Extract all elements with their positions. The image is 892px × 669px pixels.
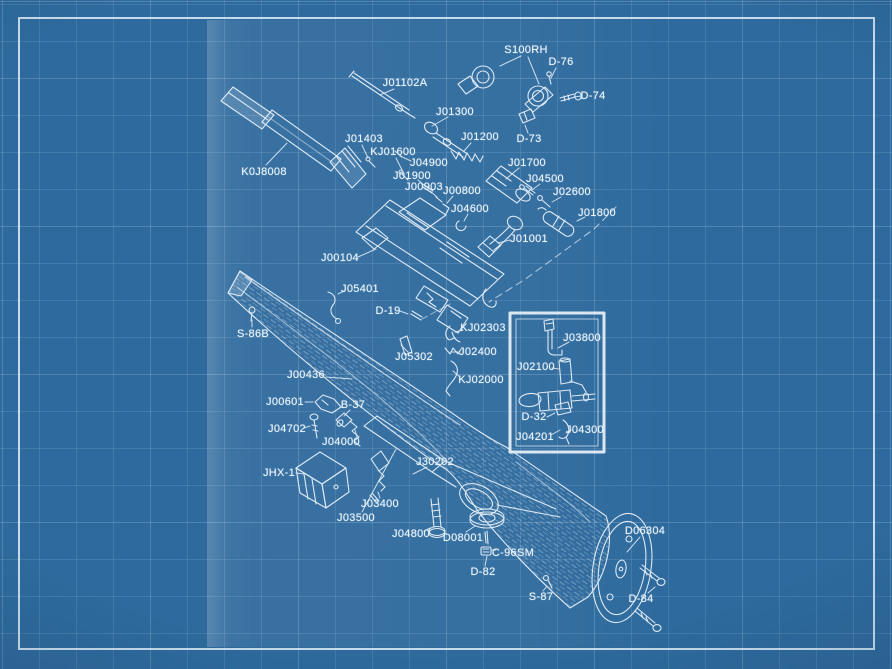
bolt-handle-art [477, 215, 524, 258]
j00601-part-art [314, 394, 342, 414]
d82-pin-art [484, 530, 489, 545]
inset-detail-panel [508, 311, 606, 454]
b37-part-art [335, 412, 353, 428]
barrel-art [220, 86, 367, 189]
mount-nut-d73-art [518, 108, 536, 124]
stock-art [227, 270, 610, 609]
j03500-pin-art [369, 492, 380, 504]
j01800-cylinder-art [537, 207, 575, 237]
scope-ring-rear-art [524, 85, 554, 113]
receiver-art [355, 197, 505, 307]
magazine-follower-art [415, 285, 449, 313]
j05401-spring-art [327, 291, 342, 325]
firing-pin-art [348, 70, 416, 119]
j04000-spring-art [349, 420, 361, 447]
trigger-bracket-art [436, 304, 469, 343]
j04800-screw-art [428, 497, 446, 539]
scope-ring-front-art [457, 65, 495, 95]
butt-plate-art [591, 512, 653, 624]
kj02303-part-art [445, 325, 456, 341]
j03400-plunger-art [370, 450, 390, 492]
projection-dash-line-2 [421, 303, 451, 320]
mainspring-art [450, 150, 484, 163]
j04702-screw-art [309, 413, 319, 439]
d84-screws-art [634, 564, 666, 632]
c96sm-part-art [480, 546, 492, 556]
ring-screw-d76-art [546, 71, 552, 85]
s87-screw-art [542, 574, 553, 589]
d19-pin-art [410, 310, 423, 321]
bolt-assembly-art [423, 121, 467, 158]
projection-dash-lines [488, 206, 617, 303]
magazine-box-art [295, 451, 350, 509]
sear-hook-art [482, 288, 497, 308]
small-pins-art [365, 150, 551, 232]
j02400-spring-art [444, 347, 462, 355]
d08001-washer-art [469, 508, 505, 529]
bolt-sleeve-art [485, 165, 533, 204]
leader-lines [251, 55, 656, 594]
trigger-guard-art [363, 415, 561, 518]
kj02000-trigger-art [445, 360, 458, 397]
j05302-lever-art [399, 335, 413, 356]
